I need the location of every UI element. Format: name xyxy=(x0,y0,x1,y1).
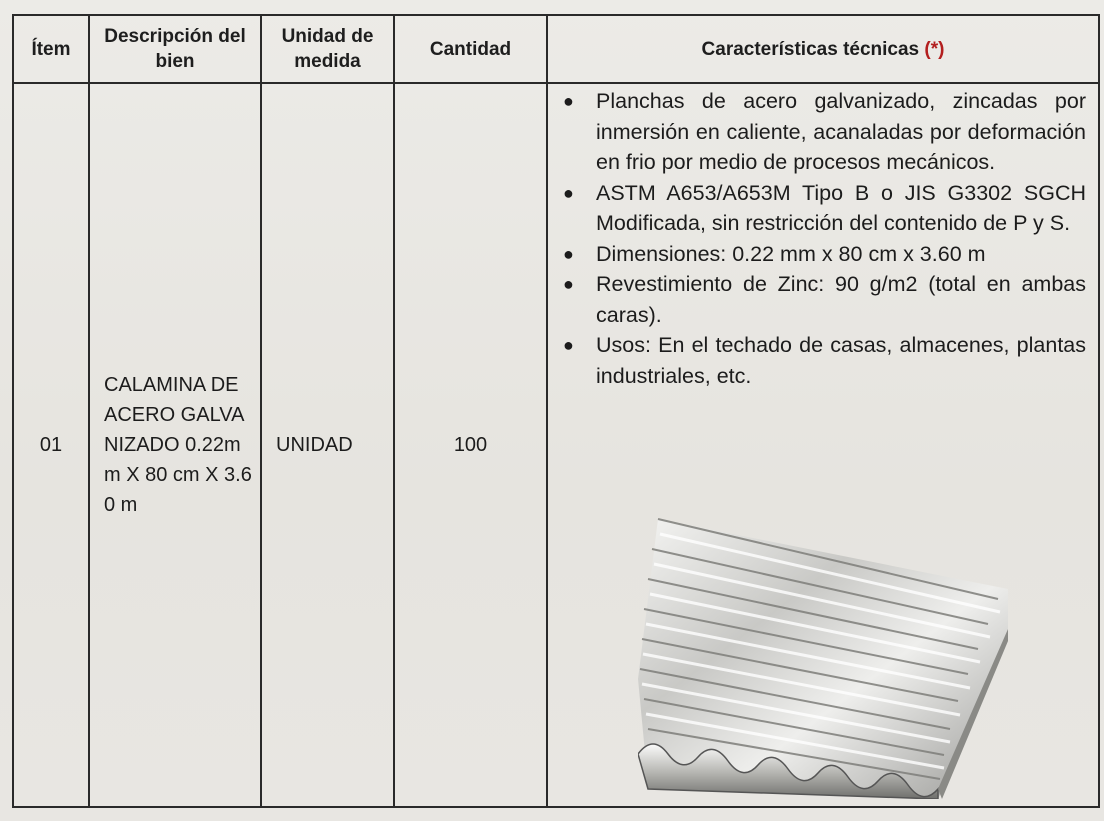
list-item: ● ASTM A653/A653M Tipo B o JIS G3302 SGCH… xyxy=(563,178,1086,239)
header-unit: Unidad de medida xyxy=(260,14,395,84)
feature-text: Dimensiones: 0.22 mm x 80 cm x 3.60 m xyxy=(596,241,986,266)
feature-text: Revestimiento de Zinc: 90 g/m2 (total en… xyxy=(596,272,1086,327)
feature-text: Usos: En el techado de casas, almacenes,… xyxy=(596,333,1086,388)
bullet-icon: ● xyxy=(563,335,574,355)
required-mark: (*) xyxy=(924,38,945,60)
header-quantity: Cantidad xyxy=(393,14,548,84)
item-description: CALAMINA DE ACERO GALVANIZADO 0.22mm X 8… xyxy=(88,82,262,808)
feature-text: ASTM A653/A653M Tipo B o JIS G3302 SGCH … xyxy=(596,180,1086,236)
bullet-icon: ● xyxy=(563,182,574,203)
specification-table: Ítem Descripción del bien Unidad de medi… xyxy=(12,14,1100,808)
corrugated-sheet-image xyxy=(638,518,1008,799)
header-description: Descripción del bien xyxy=(88,14,262,84)
item-unit: UNIDAD xyxy=(260,82,395,808)
bullet-icon: ● xyxy=(563,91,574,111)
header-row: Ítem Descripción del bien Unidad de medi… xyxy=(12,14,1100,84)
bullet-icon: ● xyxy=(563,243,574,264)
features-list: ● Planchas de acero galvanizado, zincadas… xyxy=(548,84,1098,391)
header-tech-label: Características técnicas xyxy=(701,38,920,60)
bullet-icon: ● xyxy=(563,274,574,294)
header-item: Ítem xyxy=(12,14,90,84)
technical-features-cell: ● Planchas de acero galvanizado, zincadas… xyxy=(546,82,1100,808)
feature-text: Planchas de acero galvanizado, zincadas … xyxy=(596,89,1086,174)
header-tech: Características técnicas (*) xyxy=(546,14,1100,84)
list-item: ● Planchas de acero galvanizado, zincadas… xyxy=(563,86,1086,178)
table-row: 01 CALAMINA DE ACERO GALVANIZADO 0.22mm … xyxy=(12,82,1100,808)
item-number: 01 xyxy=(12,82,90,808)
list-item: ● Usos: En el techado de casas, almacenes… xyxy=(563,330,1086,391)
list-item: ● Revestimiento de Zinc: 90 g/m2 (total e… xyxy=(563,269,1086,330)
list-item: ● Dimensiones: 0.22 mm x 80 cm x 3.60 m xyxy=(563,239,1086,270)
item-quantity: 100 xyxy=(393,82,548,808)
